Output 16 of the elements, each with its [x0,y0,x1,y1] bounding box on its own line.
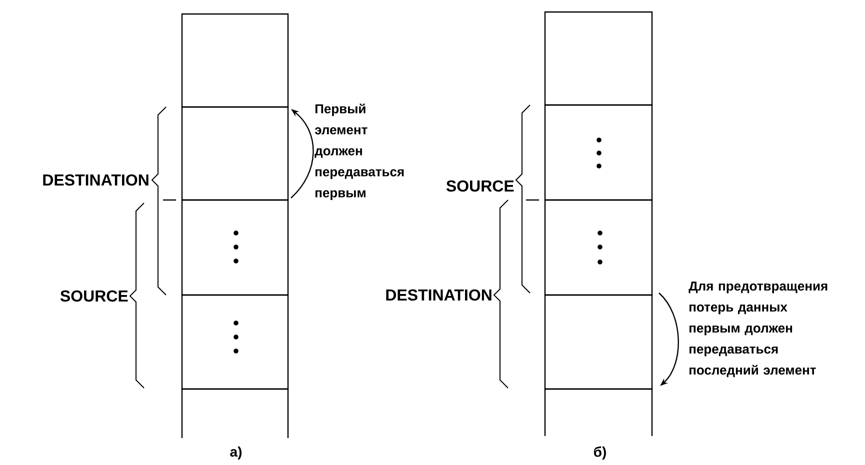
range-label: SOURCE [60,290,128,302]
memory-cell [181,13,289,108]
annotation-text: Для предотвращения потерь данных первым должен передаваться последний элемент [688,282,828,378]
memory-cell [544,11,653,106]
range-label: SOURCE [446,180,514,192]
memory-cell [181,106,289,201]
memory-cell [181,294,289,390]
memory-cell [544,294,653,390]
annotation-text: Первый элемент должен передаваться первым [314,104,404,200]
memory-cell [544,104,653,201]
memory-cell [544,199,653,296]
memory-cell [181,388,289,438]
range-label: DESTINATION [386,289,492,301]
memory-cell [544,388,653,436]
memory-cell [181,199,289,296]
range-label: DESTINATION [43,174,148,186]
